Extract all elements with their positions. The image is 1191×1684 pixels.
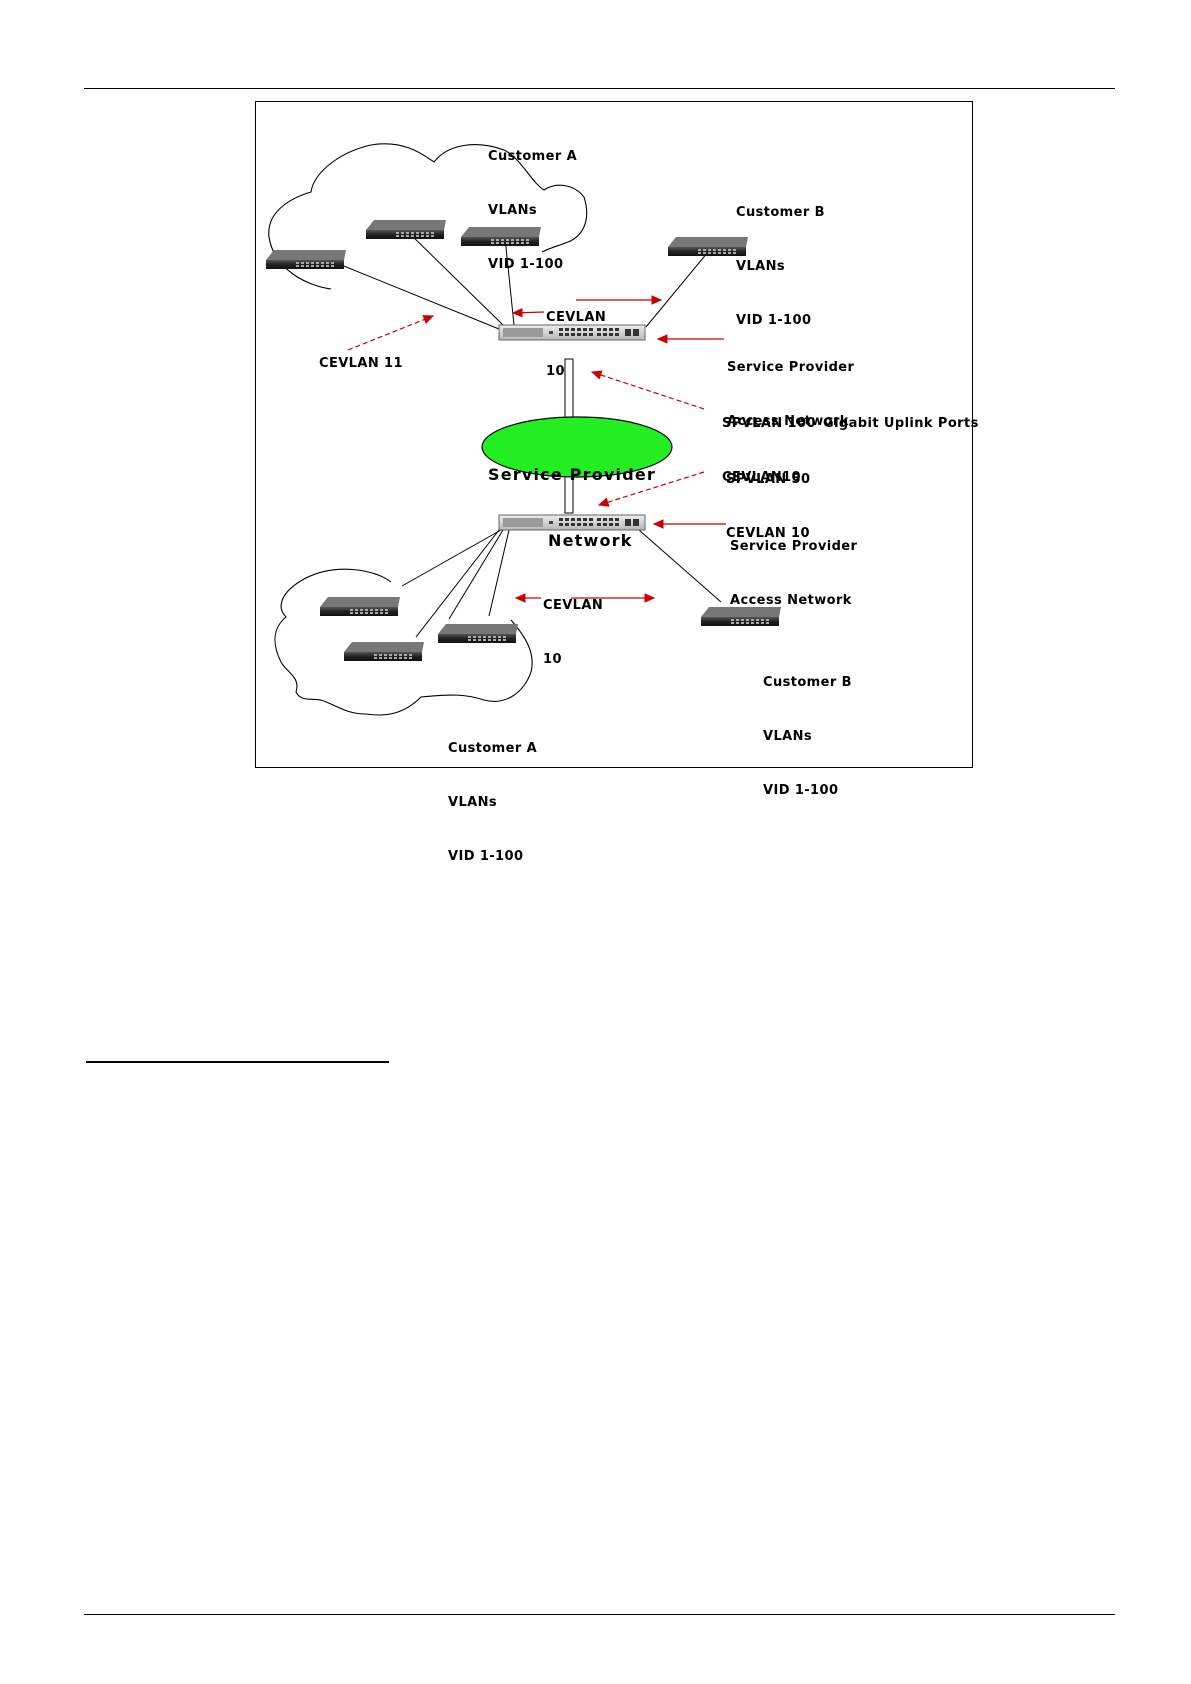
section-rule	[86, 1061, 389, 1063]
spvlan-50-label: SPVLAN 50 CEVLAN 10	[726, 472, 811, 541]
customer-a-switch-2	[366, 220, 446, 239]
cevlan-11-label: CEVLAN 11	[319, 356, 403, 371]
customer-a-switch-5	[344, 642, 424, 661]
bottom-links	[401, 529, 722, 638]
customer-a-switch-1	[266, 250, 346, 269]
footer-rule	[84, 1614, 1115, 1615]
cevlan-10-bottom-label: CEVLAN 10	[543, 598, 604, 667]
annotation-arrows	[347, 295, 726, 603]
customer-a-top-cloud	[268, 143, 588, 290]
customer-a-bottom-cloud	[274, 568, 533, 716]
cevlan-10-top-label: CEVLAN 10	[546, 310, 607, 379]
customer-b-top-label: Customer B VLANs VID 1-100	[736, 205, 825, 328]
customer-a-switch-6	[438, 624, 518, 643]
customer-b-bottom-label: Customer B VLANs VID 1-100	[763, 675, 852, 798]
customer-a-bottom-label: Customer A VLANs VID 1-100	[448, 741, 538, 864]
header-rule	[84, 88, 1115, 89]
service-provider-network-ellipse	[481, 416, 673, 478]
spvlan-100-label: SPVLAN 100 CEVLAN10	[722, 416, 816, 485]
gigabit-uplink-label: Gigabit Uplink Ports	[823, 416, 979, 431]
customer-a-switch-4	[320, 597, 400, 616]
customer-a-top-label: Customer A VLANs VID 1-100	[488, 149, 578, 272]
sp-access-bottom-label: Service Provider Access Network	[730, 539, 858, 608]
diagram-canvas	[266, 143, 781, 716]
sp-network-label: Service Provider Network	[488, 465, 657, 550]
qinq-network-diagram: Customer A VLANs VID 1-100 Customer B VL…	[255, 101, 978, 864]
sp-access-top-label: Service Provider Access Network	[727, 360, 855, 429]
